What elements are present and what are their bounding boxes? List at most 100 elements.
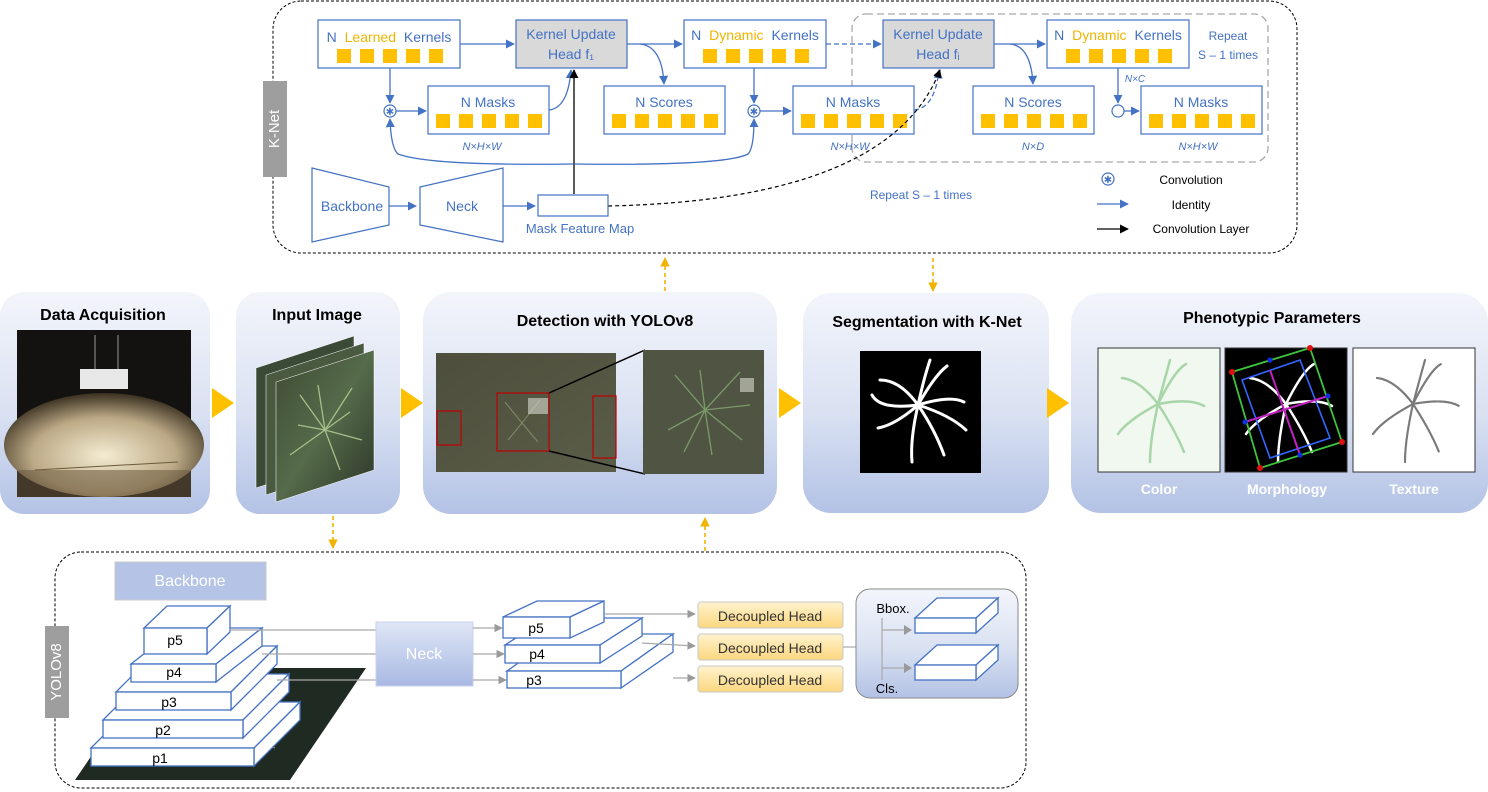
detection-photo xyxy=(436,353,617,472)
panel-input-image: Input Image xyxy=(236,292,400,514)
repeat-box-label-line1: Repeat xyxy=(1209,29,1248,43)
zoom-line-top xyxy=(548,349,646,394)
dynamic-kernels-2-rest: Kernels xyxy=(1134,27,1181,43)
yolo-neck-label: Neck xyxy=(406,646,443,663)
neck-output-p5: p5 xyxy=(502,599,605,640)
decoupled-head-3-label: Decoupled Head xyxy=(718,672,822,688)
masks-1-box: N Masks N×H×W xyxy=(427,85,550,153)
dynamic-kernels-2-word: Dynamic xyxy=(1072,27,1126,43)
mask-feature-map-box xyxy=(537,194,609,217)
svg-text:N Dynamic Kern: N Dynamic Kernels xyxy=(1054,27,1182,43)
detection-box-3 xyxy=(592,395,617,459)
zoom-line-bottom xyxy=(548,450,646,475)
conv-node-2: ✱ xyxy=(747,104,761,118)
scores-2-dim: N×D xyxy=(1022,141,1044,153)
detection-title: Detection with YOLOv8 xyxy=(517,313,694,330)
scores-1-label: N Scores xyxy=(635,94,693,110)
knet-backbone-label: Backbone xyxy=(321,198,383,214)
data-acquisition-title: Data Acquisition xyxy=(40,307,166,324)
kernel-update-i-line2: Head fᵢ xyxy=(916,46,959,62)
flow-arrow-4 xyxy=(1047,388,1069,418)
dynamic-kernels-1-n: N xyxy=(691,27,701,43)
kernel-update-1-line2: Head f₁ xyxy=(548,46,594,62)
input-image-title: Input Image xyxy=(272,307,362,324)
detection-box-2 xyxy=(496,392,550,452)
dynamic-kernels-1-word: Dynamic xyxy=(709,27,763,43)
pyramid-level-p5: p5 xyxy=(142,604,232,656)
scores-2-box: N Scores N×D xyxy=(972,85,1095,153)
panel-phenotypic: Phenotypic Parameters Color Morphology xyxy=(1071,293,1488,513)
knet-neck: Neck xyxy=(419,167,504,243)
masks-1-label: N Masks xyxy=(461,94,515,110)
panel-data-acquisition: Data Acquisition xyxy=(0,292,210,514)
masks-1-squares xyxy=(436,114,542,128)
knet-legend: ✱ Convolution Identity Convolution Layer xyxy=(1097,172,1250,236)
kernel-update-head-1: Kernel Update Head f₁ xyxy=(515,19,628,69)
masks-3-box: N Masks N×H×W xyxy=(1140,85,1263,153)
segmentation-title: Segmentation with K-Net xyxy=(832,314,1022,331)
kernel-update-i-line1: Kernel Update xyxy=(893,26,983,42)
decoupled-head-2-label: Decoupled Head xyxy=(718,640,822,656)
neck-p3-label: p3 xyxy=(526,672,542,688)
flow-arrow-3 xyxy=(779,388,801,418)
texture-image xyxy=(1352,347,1476,473)
panel-segmentation: Segmentation with K-Net xyxy=(803,293,1049,513)
orange-connectors xyxy=(328,257,938,551)
phenotypic-title: Phenotypic Parameters xyxy=(1183,310,1361,327)
texture-caption: Texture xyxy=(1389,481,1439,497)
cls-tensor xyxy=(913,643,1000,682)
masks-2-label: N Masks xyxy=(826,94,880,110)
yolo-neck: Neck xyxy=(375,621,474,687)
repeat-note: Repeat S – 1 times xyxy=(870,188,972,202)
legend-convolution: Convolution xyxy=(1159,173,1222,187)
cls-label: Cls. xyxy=(876,681,898,696)
yolo-panel: YOLOv8 Backbone p1 p2 p3 xyxy=(45,551,1027,789)
dynamic-kernels-1-rest: Kernels xyxy=(771,27,818,43)
dynamic-kernels-2-box: N Dynamic Kernels xyxy=(1046,19,1190,69)
decoupled-head-1: Decoupled Head xyxy=(697,601,844,629)
detection-zoom-photo xyxy=(643,350,764,474)
flow-arrow-1 xyxy=(212,388,234,418)
pyramid-p2-label: p2 xyxy=(155,722,171,738)
legend-conv-layer: Convolution Layer xyxy=(1153,222,1250,236)
dynamic-kernels-2-n: N xyxy=(1054,27,1064,43)
scores-1-squares xyxy=(612,114,718,128)
dynamic-kernel-1-squares xyxy=(703,49,809,63)
neck-p4-label: p4 xyxy=(529,646,545,662)
pyramid-p4-label: p4 xyxy=(166,664,182,680)
legend-convolution-icon xyxy=(1101,172,1115,186)
learned-kernels-word: Learned xyxy=(345,29,396,45)
masks-2-box: N Masks N×H×W xyxy=(792,85,915,153)
dynamic-kernel-2-squares xyxy=(1066,49,1172,63)
masks-2-dim: N×H×W xyxy=(830,141,871,153)
yolo-backbone-label: Backbone xyxy=(154,573,225,590)
decoupled-head-1-label: Decoupled Head xyxy=(718,608,822,624)
pyramid-to-neck-lines xyxy=(230,629,376,681)
decoupled-head-2: Decoupled Head xyxy=(697,633,844,661)
color-caption: Color xyxy=(1141,481,1178,497)
learned-kernels-box: N Learned Kernels xyxy=(317,19,461,69)
data-acquisition-photo xyxy=(4,330,204,497)
nc-label: N×C xyxy=(1125,74,1146,85)
pyramid-p3-label: p3 xyxy=(161,694,177,710)
mask-feature-map-label: Mask Feature Map xyxy=(526,221,634,236)
bbox-tensor xyxy=(913,596,1000,635)
to-head-arrows xyxy=(604,609,696,683)
yolo-backbone-header xyxy=(114,561,267,601)
learned-kernels-rest: Kernels xyxy=(404,29,451,45)
scores-2-label: N Scores xyxy=(1004,94,1062,110)
kernel-update-head-i: Kernel Update Head fᵢ xyxy=(882,19,995,69)
decoupled-head-3: Decoupled Head xyxy=(697,665,844,693)
segmentation-mask xyxy=(860,351,981,473)
svg-text:✱: ✱ xyxy=(386,107,394,118)
svg-text:N Dynamic Kern: N Dynamic Kernels xyxy=(691,27,819,43)
yolo-side-label: YOLOv8 xyxy=(48,643,65,701)
op-node-3 xyxy=(1111,104,1125,118)
neck-output-arrows xyxy=(473,623,507,685)
masks-3-label: N Masks xyxy=(1174,94,1228,110)
scores-1-box: N Scores xyxy=(603,85,726,135)
masks-3-squares xyxy=(1149,114,1255,128)
masks-2-squares xyxy=(801,114,907,128)
input-image-stack xyxy=(255,335,375,503)
